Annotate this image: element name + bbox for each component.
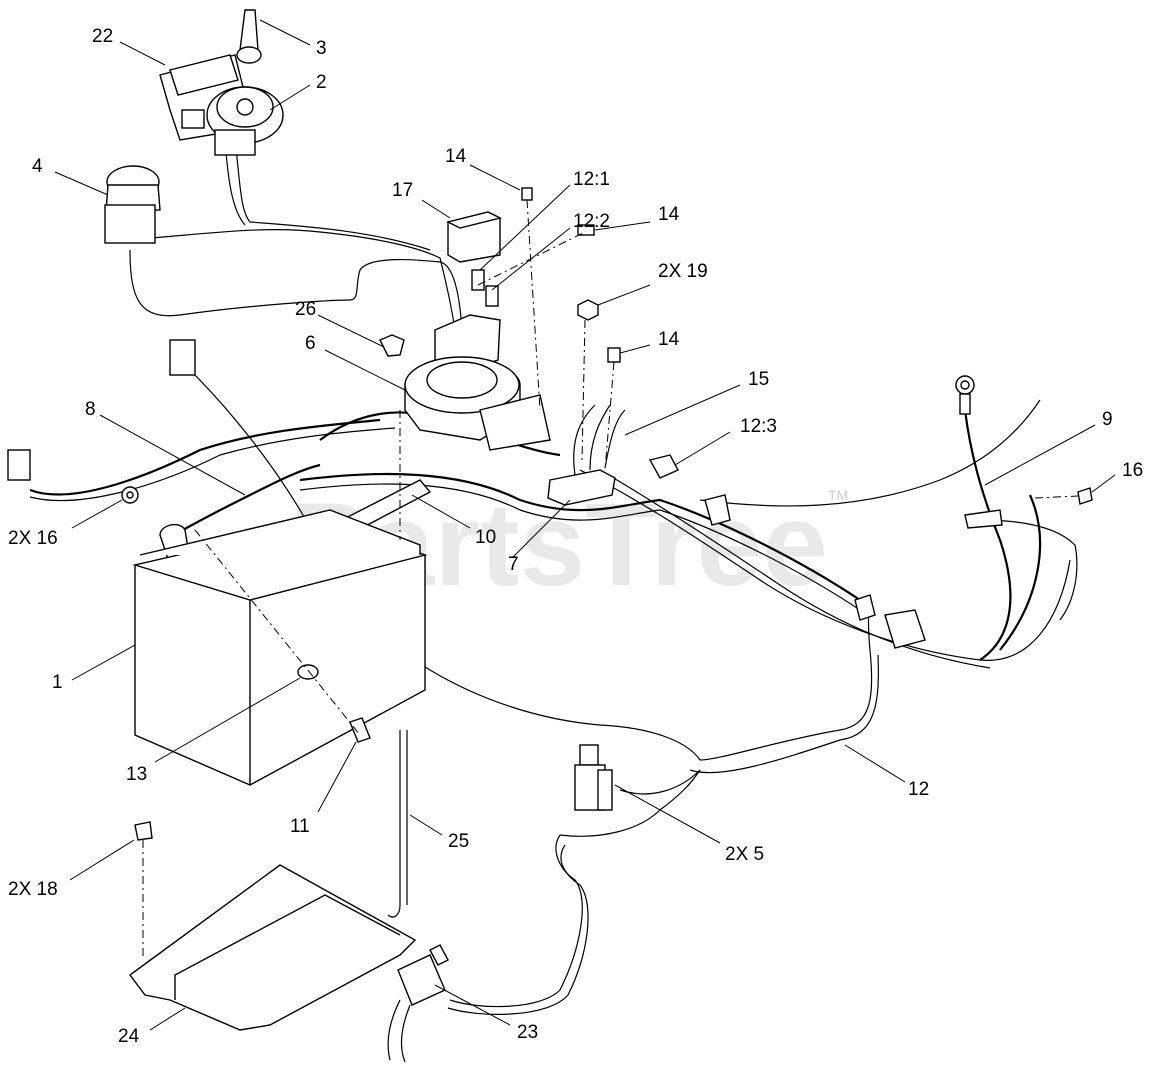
part-3-cap	[236, 9, 262, 64]
part-13-11-fasteners	[194, 529, 371, 743]
main-harness	[29, 139, 1078, 1063]
callout-12: 12	[908, 779, 929, 800]
part-23-connector	[397, 944, 449, 1006]
part-12-fuses	[471, 269, 499, 307]
callout-24: 24	[118, 1026, 140, 1047]
part-16-washer	[121, 486, 139, 504]
part-26-wing-nut	[379, 334, 405, 357]
callout-22: 22	[92, 26, 113, 47]
part-15-12-3-connectors	[648, 454, 731, 526]
part-16-clip	[964, 487, 1093, 529]
callout-2: 2	[316, 72, 327, 93]
callout-14-low: 14	[658, 329, 680, 350]
callout-10: 10	[475, 527, 496, 548]
callout-3: 3	[316, 38, 327, 59]
callout-8: 8	[85, 399, 96, 420]
callout-17: 17	[392, 180, 413, 201]
callout-15: 15	[748, 369, 769, 390]
callout-4: 4	[32, 156, 43, 177]
watermark-tm: TM	[828, 487, 848, 503]
part-18-bolt	[134, 821, 153, 960]
callout-12-2: 12:2	[573, 211, 610, 232]
part-7-terminal-block	[547, 404, 626, 506]
callout-25: 25	[448, 831, 469, 852]
callout-13: 13	[126, 764, 147, 785]
callout-9: 9	[1102, 409, 1113, 430]
callout-14-mid: 14	[658, 204, 680, 225]
part-4-switch	[104, 165, 161, 244]
callout-7: 7	[508, 554, 519, 575]
callout-2x-5: 2X 5	[725, 844, 764, 865]
leader-lines	[54, 19, 1116, 1031]
part-19-nut	[577, 299, 599, 321]
callout-23: 23	[517, 1022, 538, 1043]
part-17-relay	[445, 211, 503, 263]
callout-labels: 22 3 2 4 14 12:1 17 12:2 14 2X 19 26 6 1…	[8, 26, 1143, 1047]
part-connector-right	[854, 594, 926, 649]
callout-14-top: 14	[445, 146, 467, 167]
part-24-plate	[129, 864, 417, 1031]
callout-2x-16: 2X 16	[8, 528, 58, 549]
callout-12-1: 12:1	[573, 169, 610, 190]
callout-2x-19: 2X 19	[658, 261, 708, 282]
callout-1: 1	[52, 672, 63, 693]
callout-26: 26	[295, 299, 316, 320]
callout-6: 6	[305, 333, 316, 354]
part-6-solenoid	[404, 356, 551, 451]
part-left-connector	[7, 339, 196, 481]
callout-11: 11	[290, 816, 310, 837]
callout-2x-18: 2X 18	[8, 879, 58, 900]
part-5-switches	[574, 744, 613, 811]
part-9-cable-terminal	[955, 375, 975, 415]
callout-16: 16	[1122, 460, 1143, 481]
callout-12-3: 12:3	[740, 416, 777, 437]
part-2-ignition-switch	[206, 86, 284, 156]
part-1-battery	[132, 509, 428, 786]
